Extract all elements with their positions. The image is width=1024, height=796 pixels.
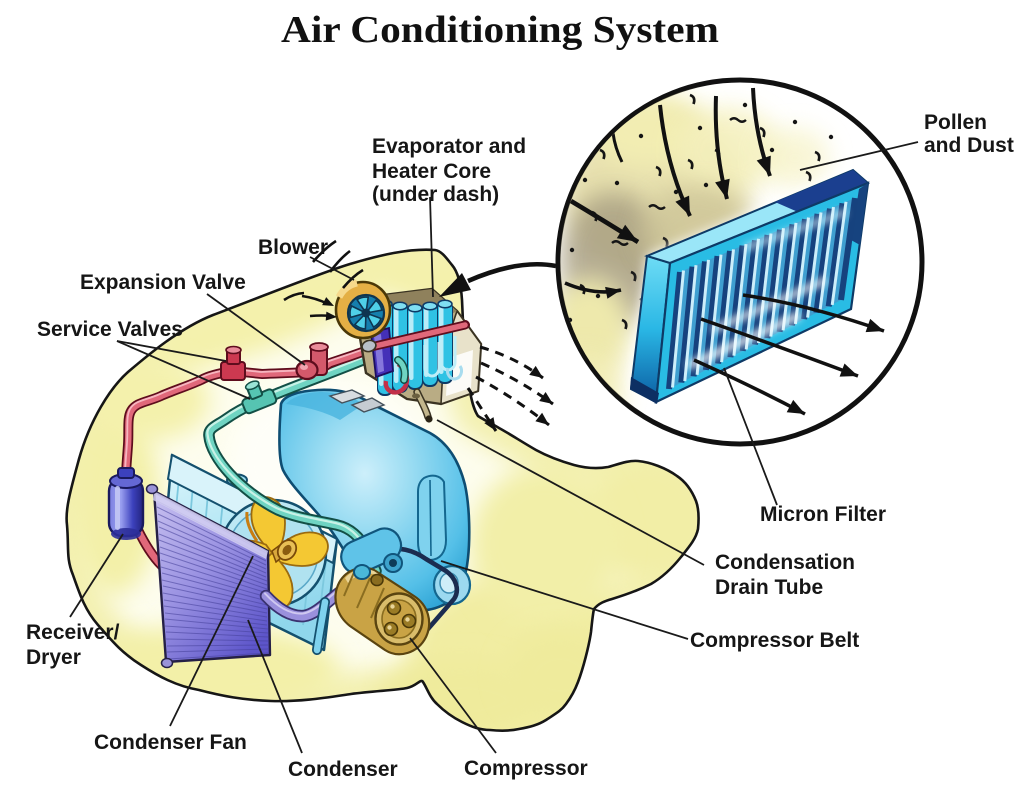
svg-text:Compressor Belt: Compressor Belt: [690, 629, 859, 652]
svg-text:Drain Tube: Drain Tube: [715, 576, 823, 599]
svg-text:Condensation: Condensation: [715, 551, 855, 574]
svg-text:(under dash): (under dash): [372, 183, 499, 206]
svg-text:and Dust: and Dust: [924, 134, 1014, 157]
svg-text:Compressor: Compressor: [464, 757, 588, 780]
svg-text:Blower: Blower: [258, 236, 328, 259]
svg-text:Dryer: Dryer: [26, 646, 81, 669]
svg-text:Heater Core: Heater Core: [372, 160, 491, 183]
svg-text:Air Conditioning System: Air Conditioning System: [281, 9, 719, 51]
svg-text:Condenser Fan: Condenser Fan: [94, 731, 247, 754]
svg-text:Pollen: Pollen: [924, 111, 987, 134]
svg-text:Receiver/: Receiver/: [26, 621, 120, 644]
svg-text:Expansion Valve: Expansion Valve: [80, 271, 246, 294]
svg-text:Evaporator and: Evaporator and: [372, 135, 526, 158]
svg-text:Service Valves: Service Valves: [37, 318, 183, 341]
svg-text:Condenser: Condenser: [288, 758, 398, 781]
svg-text:Micron Filter: Micron Filter: [760, 503, 886, 526]
